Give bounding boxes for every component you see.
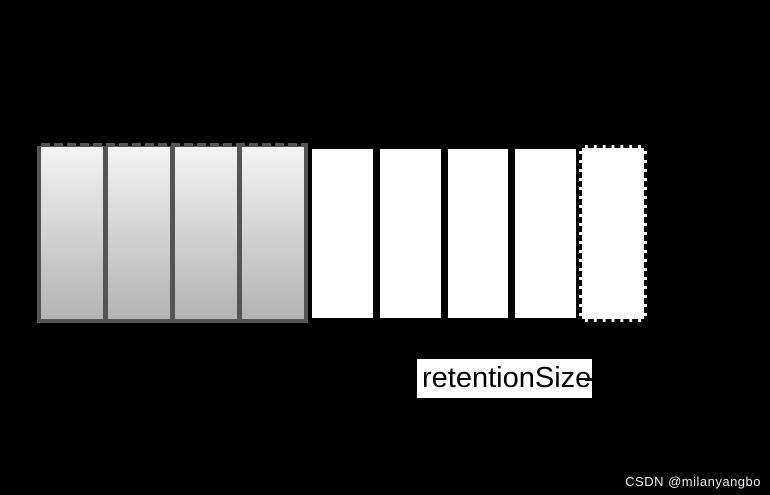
retention-size-label: retentionSize: [417, 359, 601, 398]
gray-block: [242, 147, 304, 319]
white-block: [310, 147, 375, 320]
gray-block: [41, 147, 103, 319]
arrow-line-stub: [585, 378, 601, 381]
gray-block-group: [37, 143, 308, 323]
dashed-tick-marks: [37, 143, 308, 146]
csdn-watermark: CSDN @milanyangbo: [625, 474, 761, 489]
white-block: [513, 147, 578, 320]
white-block: [377, 147, 443, 320]
dashed-block: [579, 145, 647, 322]
gray-block: [108, 147, 170, 319]
gray-block: [175, 147, 237, 319]
retention-size-label-text: retentionSize: [422, 362, 592, 394]
white-block-row: [310, 147, 578, 320]
white-block: [445, 147, 511, 320]
